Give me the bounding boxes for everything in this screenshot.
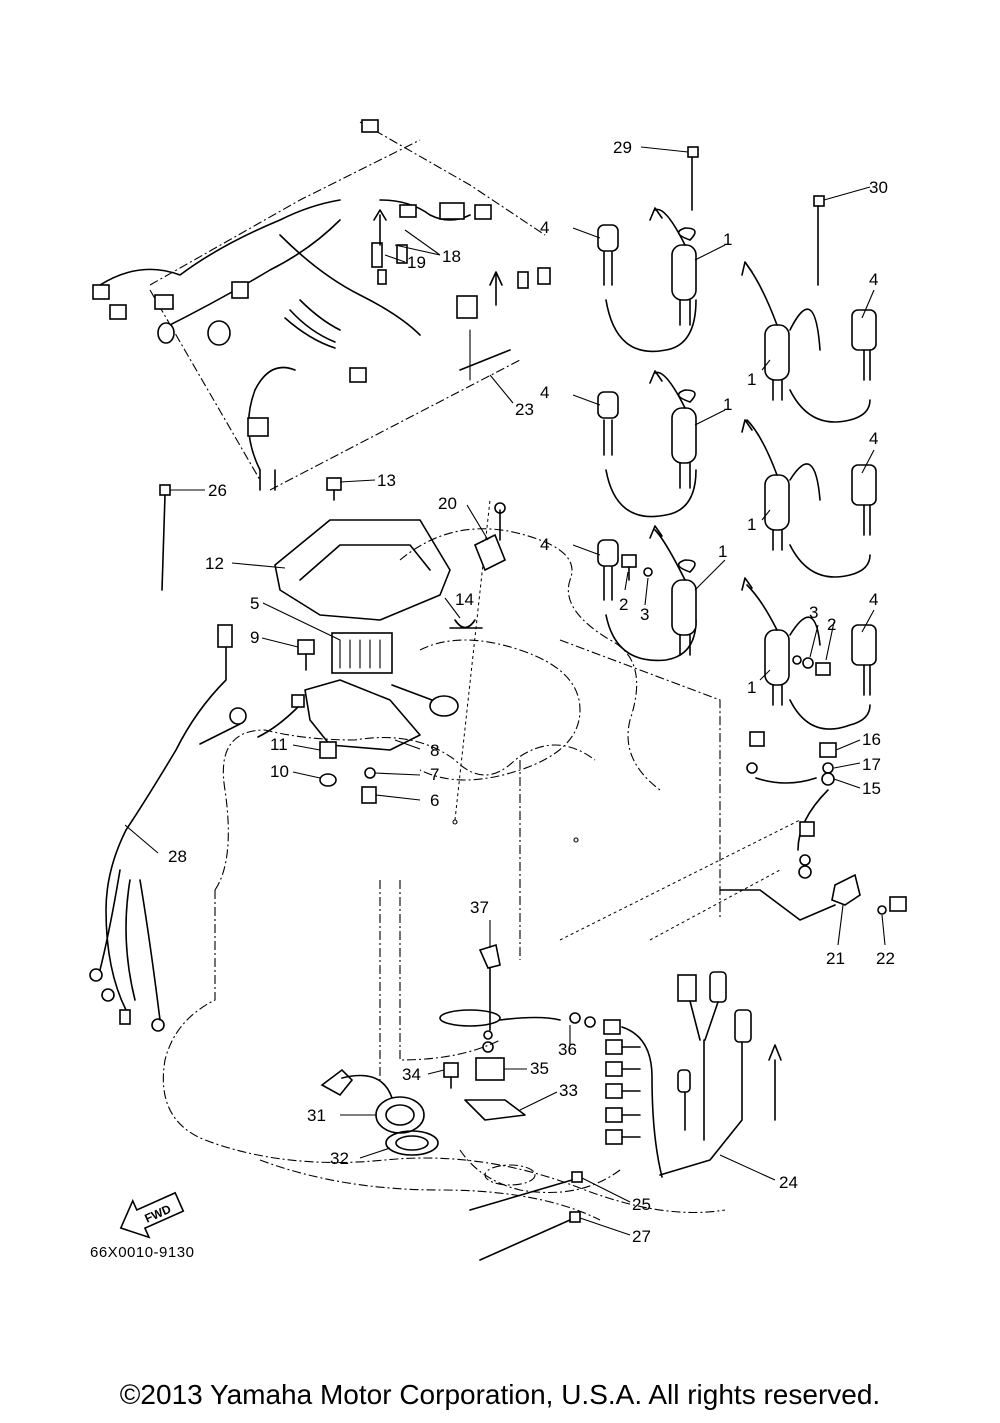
callout-label: 29 [613, 138, 632, 157]
callout-label: 25 [632, 1195, 651, 1214]
callout-label: 4 [540, 383, 549, 402]
callout-label: 17 [862, 755, 881, 774]
callout-label: 26 [208, 481, 227, 500]
callout-label: 27 [632, 1227, 651, 1246]
cable-ties-drawing [159, 146, 825, 1261]
callout-label: 20 [438, 494, 457, 513]
callout-label: 4 [869, 590, 878, 609]
fwd-arrow: FWD [119, 1191, 185, 1239]
callout-label: 30 [869, 178, 888, 197]
callout-label: 22 [876, 949, 895, 968]
drawing-code: 66X0010-9130 [90, 1244, 195, 1261]
copyright-notice: ©2013 Yamaha Motor Corporation, U.S.A. A… [119, 1379, 881, 1410]
wire-harness-drawing [92, 119, 551, 491]
callout-label: 28 [168, 847, 187, 866]
callout-label: 4 [540, 218, 549, 237]
callout-label: 2 [619, 595, 628, 614]
cdi-unit-drawing [274, 477, 483, 804]
callout-label: 7 [430, 765, 439, 784]
callout-label: 24 [779, 1173, 798, 1192]
callout-label: 1 [747, 370, 756, 389]
callout-label: 1 [747, 515, 756, 534]
callout-label: 19 [407, 253, 426, 272]
callout-label: 13 [377, 471, 396, 490]
callout-label: 11 [270, 735, 288, 754]
callout-label: 5 [250, 594, 259, 613]
callout-label: 4 [869, 270, 878, 289]
callout-label: 35 [530, 1059, 549, 1078]
callout-label: 1 [718, 542, 727, 561]
callout-label: 23 [515, 400, 534, 419]
callout-label: 4 [869, 429, 878, 448]
callout-label: 4 [540, 535, 549, 554]
callout-label: 12 [205, 554, 224, 573]
callout-label: 32 [330, 1149, 349, 1168]
ignition-coil-drawing [597, 207, 877, 730]
callout-label: 31 [307, 1106, 326, 1125]
callout-label: 34 [402, 1065, 421, 1084]
callout-label: 15 [862, 779, 881, 798]
callout-label: 33 [559, 1081, 578, 1100]
leader-lines [124, 146, 886, 1236]
callout-label: 2 [827, 615, 836, 634]
callout-label: 6 [430, 791, 439, 810]
callout-label: 3 [809, 603, 818, 622]
callout-label: 1 [747, 678, 756, 697]
exploded-parts-drawing: FWD 4 1 1 4 4 1 1 4 4 1 1 4 2 3 3 2 29 3… [89, 119, 907, 1261]
callout-label: 16 [862, 730, 881, 749]
callout-label: 21 [826, 949, 845, 968]
callout-label: 8 [430, 741, 439, 760]
callout-label: 36 [558, 1040, 577, 1059]
callout-label: 10 [270, 762, 289, 781]
callout-label: 18 [442, 247, 461, 266]
callout-label: 37 [470, 898, 489, 917]
callout-label: 14 [455, 590, 474, 609]
callout-label: 9 [250, 628, 259, 647]
callout-label: 1 [723, 395, 732, 414]
callout-label: 1 [723, 230, 732, 249]
callout-label: 3 [640, 605, 649, 624]
engine-body-outline [162, 499, 801, 1221]
callout-labels: 4 1 1 4 4 1 1 4 4 1 1 4 2 3 3 2 29 30 18… [168, 138, 895, 1246]
misc-parts-drawing [89, 502, 907, 1178]
